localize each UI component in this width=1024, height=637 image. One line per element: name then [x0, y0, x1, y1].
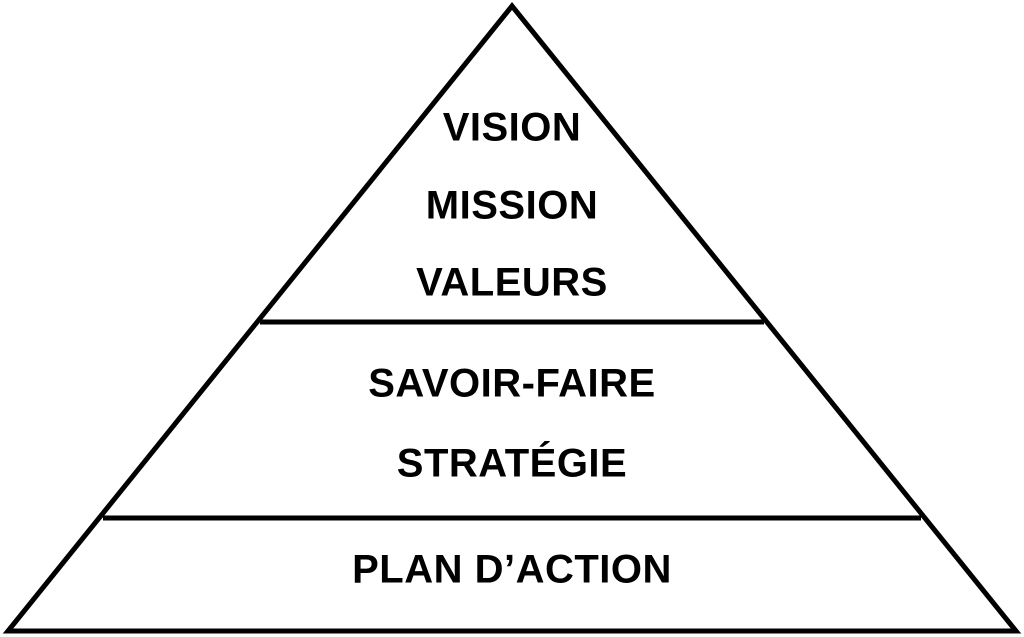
- tier-bottom-label-1: PLAN D’ACTION: [352, 548, 672, 592]
- tier-middle-label-2: STRATÉGIE: [397, 441, 627, 486]
- tier-top-label-1: VISION: [443, 106, 582, 150]
- tier-top-label-3: VALEURS: [416, 261, 608, 305]
- tier-middle-label-1: SAVOIR-FAIRE: [368, 362, 656, 406]
- tier-top-label-2: MISSION: [426, 184, 598, 228]
